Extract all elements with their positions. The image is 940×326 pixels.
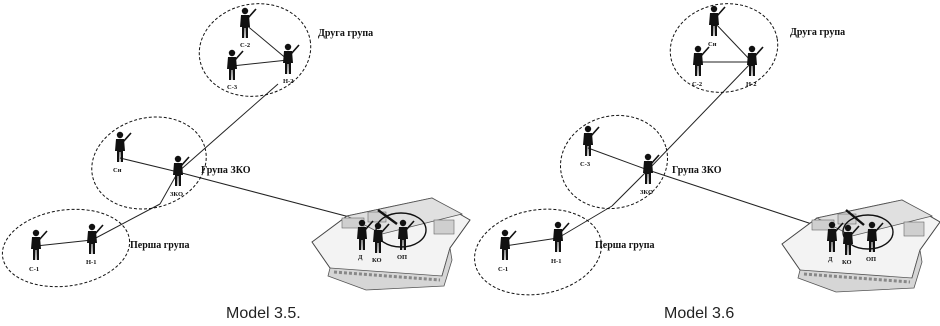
armored-vehicle xyxy=(310,196,472,292)
first-group-oval xyxy=(1,208,131,288)
crew-label: ОП xyxy=(397,254,407,261)
link-c3-to-h2 xyxy=(231,59,289,67)
crew-label: КО xyxy=(842,259,852,266)
soldier-icon xyxy=(172,155,190,187)
link-sn-to-h2 xyxy=(713,21,753,63)
zko-group-oval xyxy=(559,114,669,210)
soldier-label: ЗКО xyxy=(170,191,183,198)
soldier-label: Сн xyxy=(113,167,122,174)
soldier-label: С-3 xyxy=(227,84,238,91)
model-caption: Model 3.5. xyxy=(226,305,301,322)
soldier-icon xyxy=(552,221,570,253)
link-zko-to-second xyxy=(177,83,279,173)
second-group-title: Друга група xyxy=(318,28,373,39)
first-group-title: Перша група xyxy=(595,240,654,251)
soldier-icon xyxy=(642,153,660,185)
soldier-icon xyxy=(86,223,104,255)
armored-vehicle xyxy=(780,198,940,294)
link-zko-to-vehicle xyxy=(647,169,831,231)
second-group-oval xyxy=(198,3,312,97)
first-group-title: Перша група xyxy=(130,240,189,251)
soldier-label: ЗКО xyxy=(640,189,653,196)
link-first-to-zko xyxy=(557,205,613,239)
soldier-label: Н-2 xyxy=(283,78,293,85)
soldier-icon xyxy=(746,44,764,77)
second-group-title: Друга група xyxy=(790,27,845,38)
soldier-icon xyxy=(692,44,710,77)
link-zko-to-first xyxy=(611,169,649,207)
zko-group-title: Група ЗКО xyxy=(672,165,722,176)
soldier-label: С-2 xyxy=(692,81,702,88)
crew-label: КО xyxy=(372,257,382,264)
model-3-6: Сн С-2 Н-2 С-3 ЗКО С-1 Н-1 Друга група Г… xyxy=(474,3,940,322)
first-group-oval xyxy=(474,208,602,296)
link-first-to-zko xyxy=(91,203,161,241)
crew-label: ОП xyxy=(866,256,876,263)
soldier-label: Н-1 xyxy=(86,259,96,266)
soldier-label: Н-2 xyxy=(746,81,756,88)
soldier-icon xyxy=(114,131,132,163)
link-c2-to-h2 xyxy=(244,23,289,61)
link-c3-to-zko xyxy=(587,147,649,171)
model-caption: Model 3.6 xyxy=(664,305,734,322)
model-3-5: С-2 С-3 Н-2 Сн ЗКО С-1 Н-1 Друга група Г… xyxy=(1,3,472,322)
soldier-label: С-3 xyxy=(580,161,591,168)
zko-group-oval xyxy=(91,116,207,210)
soldier-label: Сн xyxy=(708,41,717,48)
crew-label: Д xyxy=(358,254,363,261)
soldier-label: С-2 xyxy=(240,42,250,49)
link-sn-to-zko xyxy=(119,157,179,173)
soldier-label: С-1 xyxy=(29,266,39,273)
soldier-icon xyxy=(282,42,300,75)
link-zko-to-second xyxy=(647,61,753,171)
soldier-icon xyxy=(239,6,257,39)
link-c1-to-h1 xyxy=(35,239,93,247)
pointer-arrow xyxy=(845,209,865,226)
second-group-oval xyxy=(669,3,779,93)
pointer-arrow xyxy=(377,209,398,225)
soldier-label: Н-1 xyxy=(551,258,561,265)
soldier-label: С-1 xyxy=(498,266,508,273)
link-c1-to-h1 xyxy=(504,237,559,247)
zko-group-title: Група ЗКО xyxy=(201,165,251,176)
crew-label: Д xyxy=(828,256,833,263)
vehicle-crew-oval xyxy=(842,214,894,250)
